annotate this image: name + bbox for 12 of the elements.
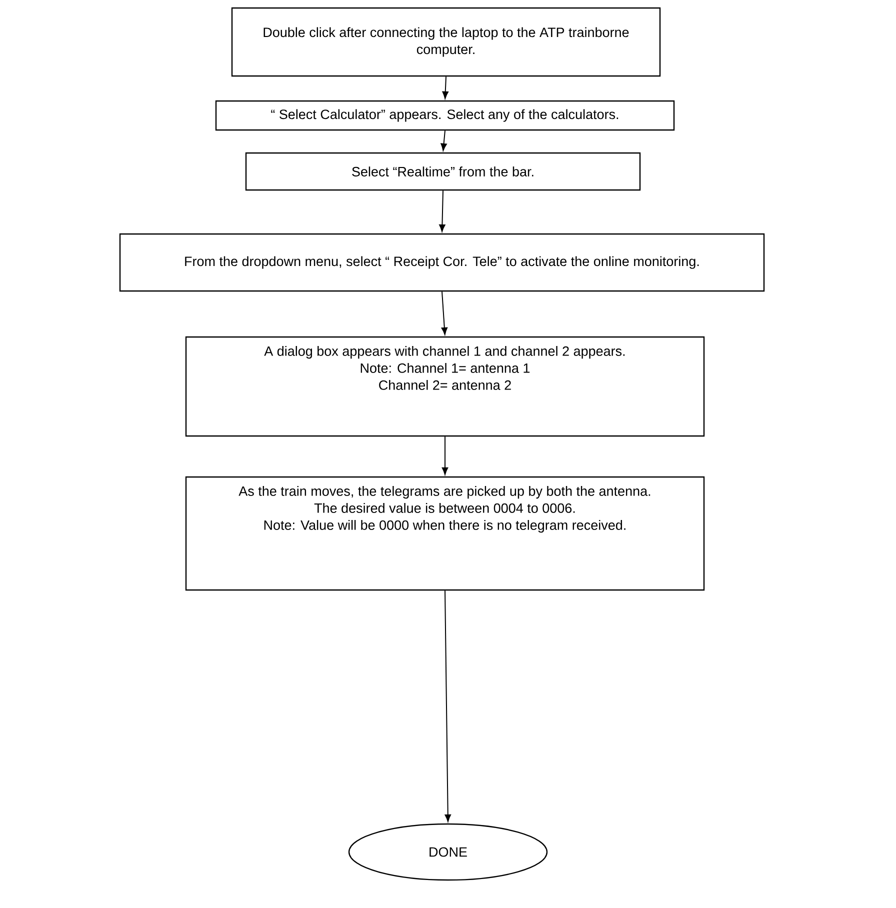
process-box: A dialog box appears with channel 1 and channel 2 appears. Note: Channel 1= antenna 1 Channel 2= antenna 2 [185,336,705,437]
process-box: Select “Realtime” from the bar. [245,152,641,191]
process-box: From the dropdown menu, select “ Receipt Cor. Tele” to activate the online monitoring. [119,233,765,292]
process-box: “ Select Calculator” appears. Select any of the calculators. [215,100,675,131]
arrow [439,190,446,232]
arrow [444,590,451,822]
arrow [441,291,448,335]
arrow [440,130,447,151]
arrow [442,76,448,99]
process-box: Double click after connecting the laptop to the ATP trainborne computer. [231,7,661,77]
process-box: As the train moves, the telegrams are picked up by both the antenna. The desired value is between 0004 to 0006. Note: Value will be 0000 when there is no telegram received. [185,476,705,591]
arrow [442,436,448,475]
